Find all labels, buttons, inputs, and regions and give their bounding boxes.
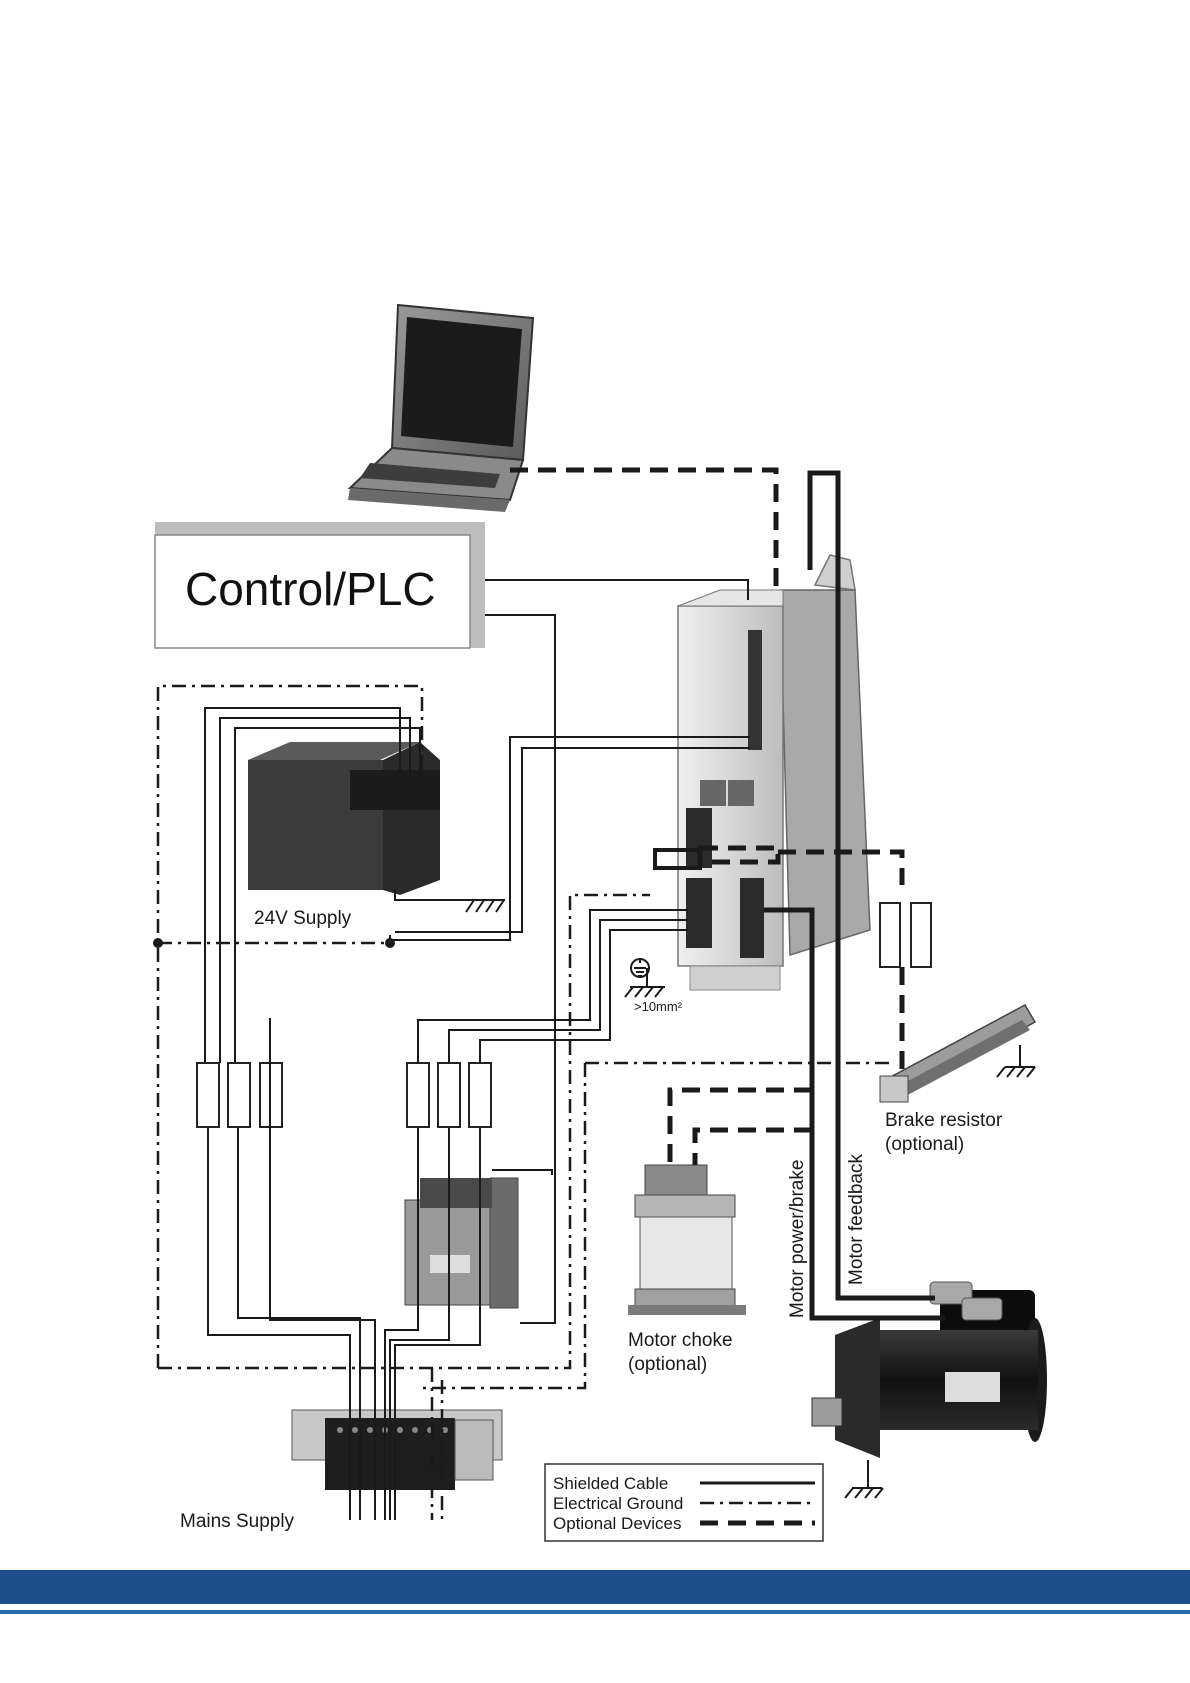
brake-resistor-label-line1: Brake resistor — [885, 1110, 1003, 1131]
footer-band — [0, 1570, 1190, 1604]
laptop-image — [348, 305, 533, 512]
24v-supply-image — [248, 742, 440, 895]
brake-resistor-label-line2: (optional) — [885, 1134, 964, 1155]
contactor-image — [405, 1178, 518, 1308]
legend: Shielded Cable Electrical Ground Optiona… — [545, 1464, 823, 1541]
motor-power-brake-label: Motor power/brake — [787, 1160, 808, 1318]
24v-supply-label: 24V Supply — [254, 908, 352, 929]
servo-motor-image — [812, 1282, 1047, 1458]
brake-resistor-fuses — [880, 903, 931, 967]
control-plc-label: Control/PLC — [185, 563, 436, 615]
mains-terminal-image — [292, 1410, 502, 1490]
ground-size-label: >10mm² — [634, 999, 683, 1014]
fuses-right — [407, 1063, 491, 1127]
motor-choke-image — [628, 1165, 746, 1315]
legend-optional-label: Optional Devices — [553, 1514, 682, 1533]
motor-choke-label-line1: Motor choke — [628, 1330, 733, 1351]
control-wires — [205, 580, 750, 1520]
servo-drive-image — [678, 555, 870, 990]
motor-feedback-label: Motor feedback — [846, 1154, 867, 1285]
footer-line — [0, 1610, 1190, 1614]
mains-supply-label: Mains Supply — [180, 1511, 295, 1532]
legend-shielded-label: Shielded Cable — [553, 1474, 668, 1493]
legend-ground-label: Electrical Ground — [553, 1494, 683, 1513]
motor-choke-label-line2: (optional) — [628, 1354, 707, 1375]
